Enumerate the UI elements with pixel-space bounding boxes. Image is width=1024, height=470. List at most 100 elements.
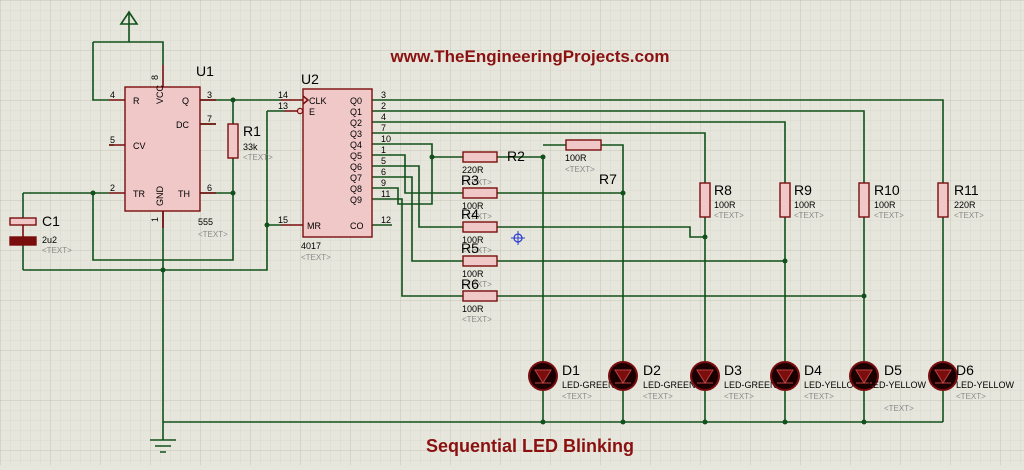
d3-text: <TEXT> [724,392,754,401]
d2-value: LED-GREEN [643,380,696,390]
u2-pin-num-3: 3 [381,90,386,100]
r2-value: 220R [462,165,484,175]
d3-value: LED-GREEN [724,380,777,390]
d1-ref: D1 [562,362,580,378]
r9-resistor[interactable]: R9 100R <TEXT> [779,182,824,220]
d1-led[interactable]: D1 LED-GREEN <TEXT> [528,361,615,401]
d3-led[interactable]: D3 LED-GREEN <TEXT> [690,361,777,401]
junctions [90,97,867,425]
d6-value: LED-YELLOW [956,380,1015,390]
u2-pin-num-6: 6 [381,167,386,177]
d5-text: <TEXT> [884,404,914,413]
d5-led[interactable]: D5 LED-YELLOW <TEXT> [849,361,927,413]
d6-led[interactable]: D6 LED-YELLOW <TEXT> [928,361,1015,401]
u2-text: <TEXT> [301,253,331,262]
r1-text: <TEXT> [243,153,273,162]
r4-value: 100R [462,235,484,245]
d4-led[interactable]: D4 LED-YELLOW <TEXT> [770,361,863,401]
d5-value: LED-YELLOW [868,380,927,390]
ground-terminal-icon [150,439,176,453]
u2-part: 4017 [301,241,321,251]
u1-part: 555 [198,217,213,227]
u2-pin-e: E [309,107,315,117]
r7-ref: R7 [599,171,617,187]
u1-pin-q: Q [182,96,189,106]
c1-text: <TEXT> [42,246,72,255]
u2-pin-num-2: 2 [381,101,386,111]
u1-pin-gnd: GND [155,186,165,207]
r8-resistor[interactable]: R8 100R <TEXT> [699,182,744,220]
r9-ref: R9 [794,182,812,198]
r9-value: 100R [794,200,816,210]
r3-value: 100R [462,201,484,211]
r11-resistor[interactable]: R11 220R <TEXT> [937,182,984,220]
d1-text: <TEXT> [562,392,592,401]
r8-ref: R8 [714,182,732,198]
d4-ref: D4 [804,362,822,378]
r1-resistor[interactable]: R1 33k <TEXT> [227,123,273,162]
d2-text: <TEXT> [643,392,673,401]
r10-resistor[interactable]: R10 100R <TEXT> [858,182,904,220]
r11-value: 220R [954,200,976,210]
r6-text: <TEXT> [462,315,492,324]
r1-ref: R1 [243,123,261,139]
footer-title: Sequential LED Blinking [426,436,634,456]
r7-resistor[interactable]: 100R <TEXT> R7 [565,139,617,187]
u1-pin-num-8: 8 [150,75,160,80]
u2-body [302,88,373,238]
u1-pin-num-5: 5 [110,135,115,145]
u1-body [124,86,201,212]
r4-text: <TEXT> [462,246,492,255]
header-url: www.TheEngineeringProjects.com [390,47,670,66]
u1-pin-vcc: VCC [155,84,165,104]
u2-pin-q6: Q6 [350,162,362,172]
r4-resistor[interactable]: R4 100R <TEXT> [461,206,498,255]
r3-text: <TEXT> [462,212,492,221]
u1-pin-cv: CV [133,141,146,151]
u2-pin-q9: Q9 [350,195,362,205]
u2-pin-num-14: 14 [278,90,288,100]
u2-counter-4017[interactable]: CLK E MR Q0 Q1 Q2 Q3 Q4 Q5 Q6 Q7 Q8 Q9 C… [278,71,391,262]
r4-ref: R4 [461,206,479,222]
u2-pin-q3: Q3 [350,129,362,139]
u2-pin-num-12: 12 [381,215,391,225]
u2-pin-q8: Q8 [350,184,362,194]
r3-resistor[interactable]: R3 100R <TEXT> [461,172,498,221]
r6-resistor[interactable]: R6 100R <TEXT> [461,276,498,324]
r5-ref: R5 [461,240,479,256]
u1-timer-555[interactable]: R VCC Q DC CV TR TH GND 4 8 3 7 5 2 1 6 … [109,63,228,239]
u2-pin-num-9: 9 [381,178,386,188]
r5-resistor[interactable]: R5 100R <TEXT> [461,240,498,289]
r5-value: 100R [462,269,484,279]
u2-pin-mr: MR [307,221,321,231]
u1-pin-r: R [133,96,140,106]
u1-pin-num-4: 4 [110,90,115,100]
u2-pin-num-13: 13 [278,101,288,111]
d6-text: <TEXT> [956,392,986,401]
u1-pin-num-1: 1 [150,217,160,222]
d2-ref: D2 [643,362,661,378]
r10-text: <TEXT> [874,211,904,220]
u2-pin-num-5: 5 [381,156,386,166]
d3-ref: D3 [724,362,742,378]
r2-resistor[interactable]: R2 220R <TEXT> [462,148,525,187]
u1-pin-num-7: 7 [207,114,212,124]
r11-text: <TEXT> [954,211,984,220]
r11-ref: R11 [954,182,979,198]
u2-pin-num-10: 10 [381,134,391,144]
c1-capacitor[interactable]: C1 2u2 <TEXT> [9,213,72,255]
u1-pin-dc: DC [176,120,189,130]
r6-ref: R6 [461,276,479,292]
d2-led[interactable]: D2 LED-GREEN <TEXT> [608,361,696,401]
u2-pin-q0: Q0 [350,96,362,106]
u1-pin-num-3: 3 [207,90,212,100]
u2-pin-q7: Q7 [350,173,362,183]
u1-pin-th: TH [178,189,190,199]
u2-pin-num-11: 11 [381,189,390,199]
power-terminal-icon [119,10,139,25]
c1-value: 2u2 [42,235,57,245]
r3-ref: R3 [461,172,479,188]
